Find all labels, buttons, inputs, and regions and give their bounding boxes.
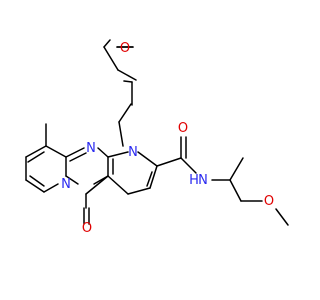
molecule-structure: O N N N O N H O O [25, 39, 289, 236]
bond [107, 175, 129, 195]
bond [180, 157, 197, 174]
bond [103, 46, 119, 71]
nitrogen-label: N [198, 173, 208, 188]
bond [29, 175, 45, 187]
bond [69, 152, 87, 162]
hydrogen-label: H [189, 173, 199, 188]
nitrogen-label: N [128, 145, 138, 160]
nitrogen-label: N [61, 177, 71, 192]
bond [103, 39, 111, 48]
bond [27, 151, 45, 163]
bond [25, 145, 47, 158]
bond [97, 147, 109, 158]
bond [65, 175, 79, 185]
bond [149, 165, 158, 189]
bond [229, 179, 242, 202]
bond [43, 183, 59, 193]
bond [118, 103, 132, 123]
bond [146, 171, 153, 187]
bond [118, 121, 124, 147]
bond [156, 157, 182, 167]
bond [107, 151, 129, 158]
bond [229, 157, 244, 181]
bond [65, 147, 85, 158]
bond [137, 151, 158, 167]
bond [25, 179, 45, 193]
bond [85, 175, 109, 195]
atom-labels: O N N N O N H O O [61, 41, 274, 236]
oxygen-label: O [264, 194, 274, 209]
bond [45, 145, 67, 158]
bond [117, 69, 137, 81]
oxygen-label: O [120, 41, 130, 56]
bond [123, 80, 133, 83]
oxygen-label: O [178, 121, 188, 136]
bond [127, 187, 151, 195]
bonds [25, 39, 289, 226]
nitrogen-label: N [86, 141, 96, 156]
oxygen-label: O [82, 221, 92, 236]
molecule-svg: O N N N O N H O O [25, 39, 289, 236]
bond [275, 208, 289, 226]
